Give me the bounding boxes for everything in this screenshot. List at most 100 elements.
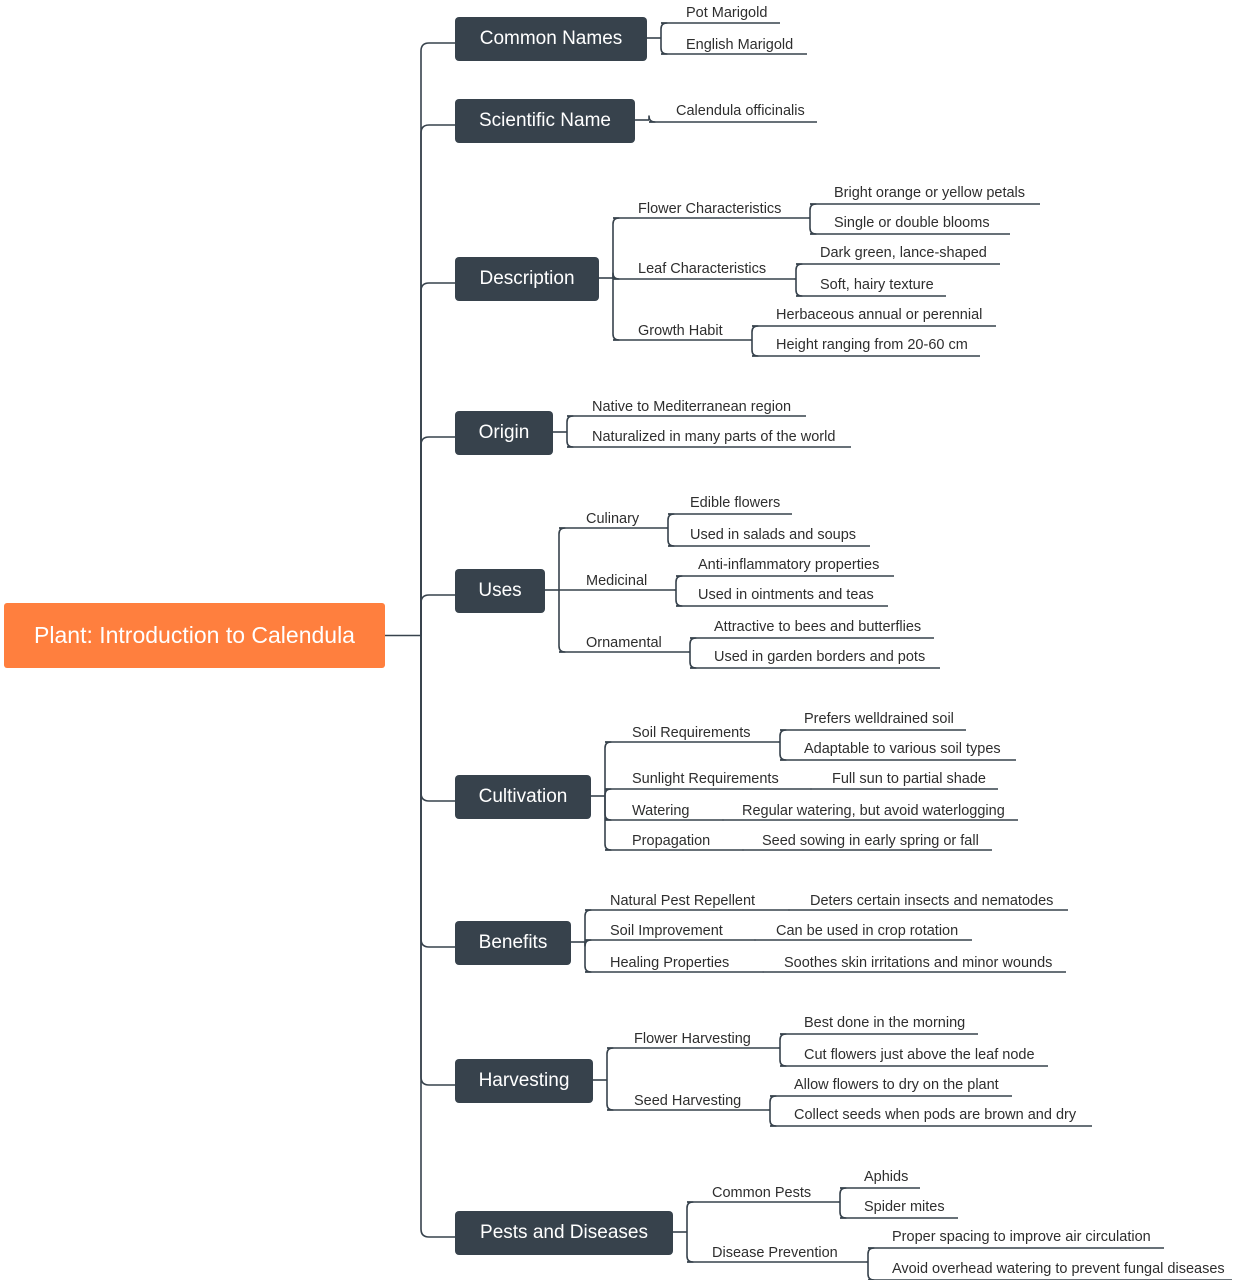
connector-line [779,1033,787,1048]
connector-line [779,729,787,742]
connector-line [809,218,817,235]
connector-line [795,263,803,279]
subtopic-label: Height ranging from 20-60 cm [776,337,968,353]
connector-line [566,432,574,448]
connector-line [604,796,612,851]
connector-line [420,594,455,636]
topic-label: Common Pests [712,1185,812,1201]
connector-line [686,1232,694,1263]
subtopic-label: Collect seeds when pods are brown and dr… [794,1107,1077,1123]
subtopic-label: Herbaceous annual or perennial [776,307,983,323]
connector-line [558,590,566,653]
topic-label: Naturalized in many parts of the world [592,429,836,445]
connector-line [584,909,592,942]
subtopic-label: Attractive to bees and butterflies [714,619,922,635]
subtopic-label: Can be used in crop rotation [776,923,959,939]
connector-line [420,124,455,636]
subtopic-label: Spider mites [864,1199,945,1215]
connector-line [420,42,455,636]
connector-line [420,282,455,636]
topic-label: Flower Harvesting [634,1031,751,1047]
connector-line [751,325,759,340]
connector-line [558,527,566,590]
connector-line [686,1201,694,1232]
branch-harvesting: Harvesting [455,1059,593,1103]
branch-benefits: Benefits [455,921,571,965]
connector-line [769,1095,777,1110]
subtopic-label: Regular watering, but avoid waterlogging [742,803,1005,819]
connector-line [809,203,817,218]
branch-description: Description [455,257,599,301]
root-node: Plant: Introduction to Calendula [4,603,385,668]
branch-common-names: Common Names [455,17,647,61]
connector-line [612,278,620,341]
topic-label: Growth Habit [638,323,723,339]
connector-line [675,590,683,607]
subtopic-label: Cut flowers just above the leaf node [804,1047,1035,1063]
connector-line [606,1047,614,1080]
branch-cultivation: Cultivation [455,775,591,819]
topic-label: Seed Harvesting [634,1093,742,1109]
connector-line [420,436,455,636]
topic-label: Natural Pest Repellent [610,893,756,909]
topic-label: English Marigold [686,37,794,53]
subtopic-label: Allow flowers to dry on the plant [794,1077,999,1093]
connector-line [420,635,455,1086]
topic-label: Pot Marigold [686,5,768,21]
subtopic-label: Adaptable to various soil types [804,741,1001,757]
connector-line [795,279,803,297]
connector-line [604,788,612,796]
topic-label: Medicinal [586,573,648,589]
connector-line [660,22,668,38]
subtopic-label: Used in garden borders and pots [714,649,926,665]
connector-line [667,513,675,528]
connector-line [751,340,759,357]
connector-line [867,1247,875,1262]
connector-line [420,635,455,802]
connector-line [779,1048,787,1067]
subtopic-label: Bright orange or yellow petals [834,185,1026,201]
branch-scientific-name: Scientific Name [455,99,635,143]
branch-origin: Origin [455,411,553,455]
branch-uses: Uses [455,569,545,613]
connector-line [689,637,697,652]
subtopic-label: Used in salads and soups [690,527,857,543]
topic-label: Calendula officinalis [676,103,805,119]
subtopic-label: Anti-inflammatory properties [698,557,880,573]
connector-line [584,942,592,973]
subtopic-label: Full sun to partial shade [832,771,986,787]
subtopic-label: Proper spacing to improve air circulatio… [892,1229,1151,1245]
topic-label: Soil Requirements [632,725,751,741]
subtopic-label: Avoid overhead watering to prevent funga… [892,1261,1225,1277]
connector-line [604,741,612,796]
subtopic-label: Best done in the morning [804,1015,966,1031]
connector-line [667,528,675,547]
topic-label: Culinary [586,511,640,527]
connector-line [612,272,620,280]
topic-label: Flower Characteristics [638,201,782,217]
connector-line [584,939,592,947]
subtopic-label: Used in ointments and teas [698,587,874,603]
branch-pests-and-diseases: Pests and Diseases [455,1211,673,1255]
subtopic-label: Single or double blooms [834,215,990,231]
connector-line [420,635,455,1238]
connector-line [420,635,455,948]
connector-line [648,115,656,123]
subtopic-label: Soft, hairy texture [820,277,934,293]
subtopic-label: Seed sowing in early spring or fall [762,833,979,849]
connector-line [604,796,612,821]
topic-label: Ornamental [586,635,662,651]
topic-label: Native to Mediterranean region [592,399,792,415]
connector-line [689,652,697,669]
connector-line [606,1080,614,1111]
subtopic-label: Aphids [864,1169,909,1185]
subtopic-label: Dark green, lance-shaped [820,245,987,261]
topic-label: Watering [632,803,690,819]
topic-label: Leaf Characteristics [638,261,767,277]
subtopic-label: Soothes skin irritations and minor wound… [784,955,1053,971]
connector-line [675,575,683,590]
connector-line [660,38,668,55]
connector-line [839,1202,847,1219]
